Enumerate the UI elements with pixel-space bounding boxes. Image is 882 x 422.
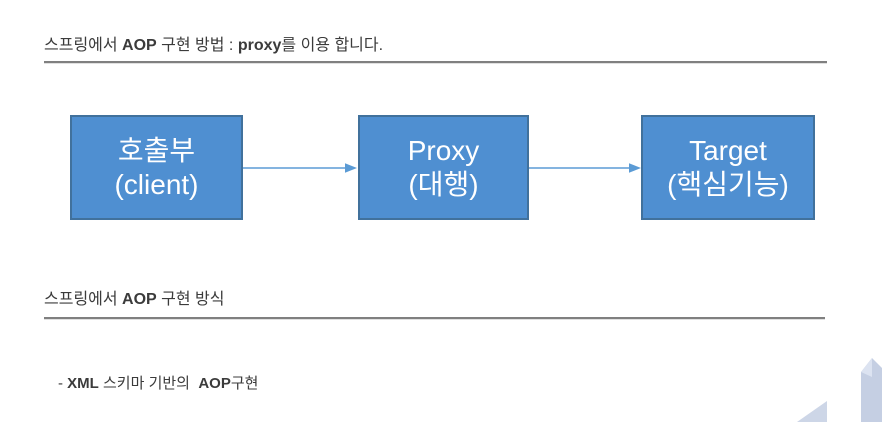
heading-part: 스프링에서 [44, 291, 123, 308]
page-title: 스프링에서 AOP 구현 방법 : proxy를 이용 합니다. [44, 36, 383, 56]
heading-part: 구현 방식 [156, 291, 225, 308]
bullet-part-aop: AOP [198, 375, 231, 392]
bullet-part: 구현 [230, 375, 259, 392]
bullet-part: 스키마 기반의 [98, 375, 199, 392]
section-heading: 스프링에서 AOP 구현 방식 [44, 290, 225, 310]
title-part: 구현 방법 : [156, 37, 238, 54]
decor-strip-facet [861, 358, 872, 377]
box-target-line1: Target [689, 134, 767, 166]
title-part-proxy: proxy [237, 37, 282, 54]
box-client-line2: (client) [114, 168, 199, 200]
box-client: 호출부 (client) [70, 115, 243, 220]
bullet-part: - [58, 375, 68, 392]
heading-part-aop: AOP [122, 291, 157, 308]
box-target-line2: (핵심기능) [667, 168, 789, 200]
box-proxy-line2: (대행) [408, 168, 479, 200]
box-proxy: Proxy (대행) [358, 115, 529, 220]
corner-decoration [797, 358, 882, 422]
title-part: 스프링에서 [44, 37, 123, 54]
box-proxy-line1: Proxy [407, 134, 480, 166]
bullet-xml: - XML 스키마 기반의 AOP구현 [58, 373, 319, 394]
decor-small-triangle [797, 401, 827, 422]
arrow-client-to-proxy [243, 163, 357, 173]
arrow-proxy-to-target [529, 163, 641, 173]
box-client-line1: 호출부 [117, 134, 196, 166]
divider-top [44, 61, 827, 63]
bullet-part-xml: XML [67, 375, 99, 392]
title-part-aop: AOP [122, 37, 157, 54]
divider-bottom [44, 317, 825, 319]
box-target: Target (핵심기능) [641, 115, 815, 220]
bullet-list: - XML 스키마 기반의 AOP구현 - @Aspect 어노테이션 기반의 … [58, 331, 319, 422]
title-part: 를 이용 합니다. [281, 37, 384, 54]
arrow-head [345, 163, 357, 173]
arrow-head [629, 163, 641, 173]
